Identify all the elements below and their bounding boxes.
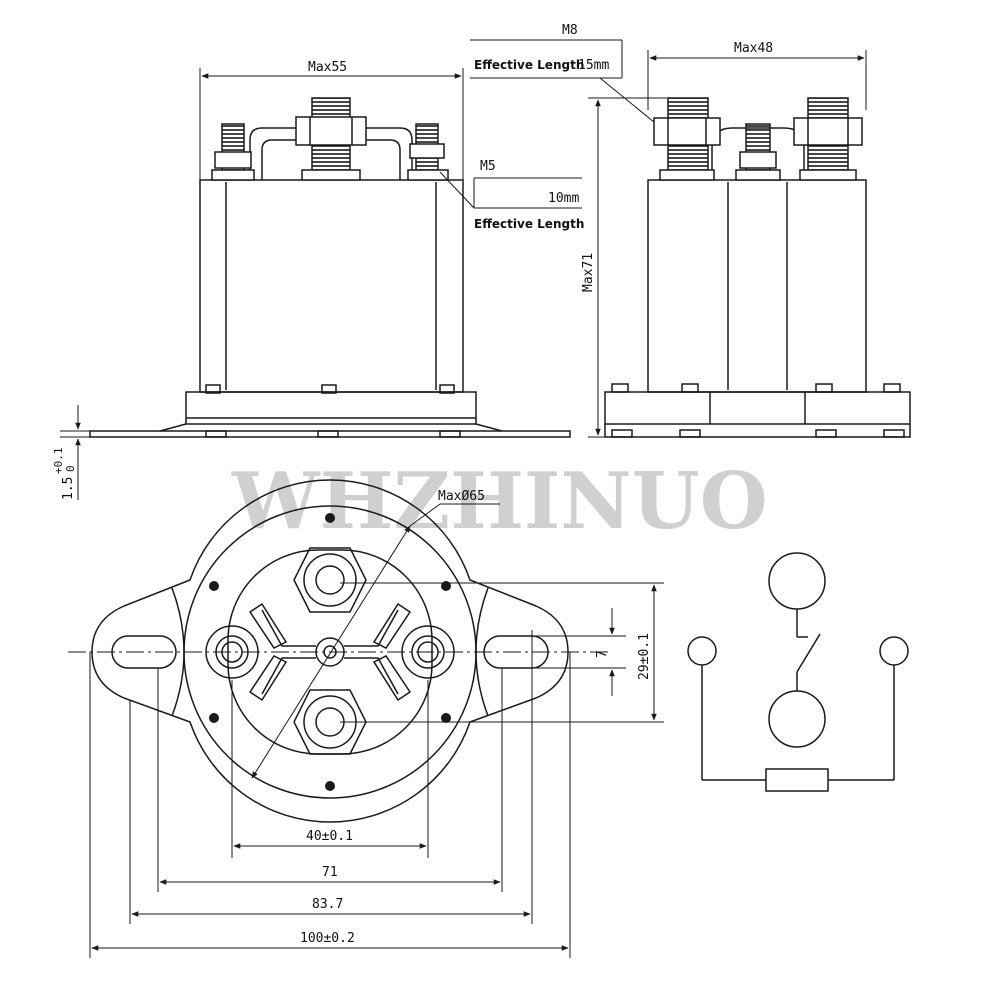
schematic-main-terminal-bottom	[768, 690, 826, 748]
schematic-coil-terminal-right	[879, 636, 909, 666]
dim-83-7-label: 83.7	[312, 897, 343, 912]
dim-71-label: 71	[322, 865, 338, 880]
side-flange	[604, 424, 911, 438]
schematic-coil	[765, 768, 829, 792]
front-base	[185, 391, 477, 425]
circuit-schematic	[687, 552, 909, 792]
schematic-main-terminal-top	[768, 552, 826, 610]
watermark: WHZHINUO	[231, 456, 768, 547]
dim-29-label: 29±0.1	[637, 633, 652, 680]
top-m8-terminal	[293, 547, 367, 613]
front-body	[199, 179, 464, 393]
schematic-switch-contact	[796, 633, 821, 673]
side-dimensions	[588, 50, 867, 438]
schematic-coil-terminal-left	[687, 636, 717, 666]
m8-effective-label: Effective Length	[474, 58, 584, 72]
front-dimensions	[60, 39, 677, 500]
side-view	[604, 97, 911, 438]
bottom-dimensions	[68, 503, 664, 958]
m5-value: 10mm	[548, 191, 579, 206]
flange-thickness-group: 1.5 +0.1 0	[52, 448, 77, 501]
m8-effective-value: 15mm	[578, 58, 609, 73]
front-flange	[89, 430, 571, 438]
flange-thickness-upper: +0.1	[52, 448, 65, 475]
dim-7-label: 7	[595, 650, 610, 658]
front-view	[89, 97, 571, 438]
diameter-label: MaxØ65	[438, 489, 485, 504]
side-base	[604, 391, 911, 425]
m8-label: M8	[562, 23, 578, 38]
dim-40-label: 40±0.1	[306, 829, 353, 844]
dim-100-label: 100±0.2	[300, 931, 355, 946]
front-m8-nut	[295, 116, 367, 146]
m5-label: M5	[480, 159, 496, 174]
m5-effective-label: Effective Length	[474, 217, 584, 231]
flange-thickness-lower: 0	[64, 465, 77, 472]
front-width-label: Max55	[308, 60, 347, 75]
side-m8-nut-left	[653, 117, 721, 146]
side-height-label: Max71	[581, 253, 596, 292]
side-m8-nut-right	[793, 117, 863, 146]
flange-thickness-main: 1.5	[61, 477, 76, 500]
side-width-label: Max48	[734, 41, 773, 56]
side-body	[647, 179, 867, 393]
